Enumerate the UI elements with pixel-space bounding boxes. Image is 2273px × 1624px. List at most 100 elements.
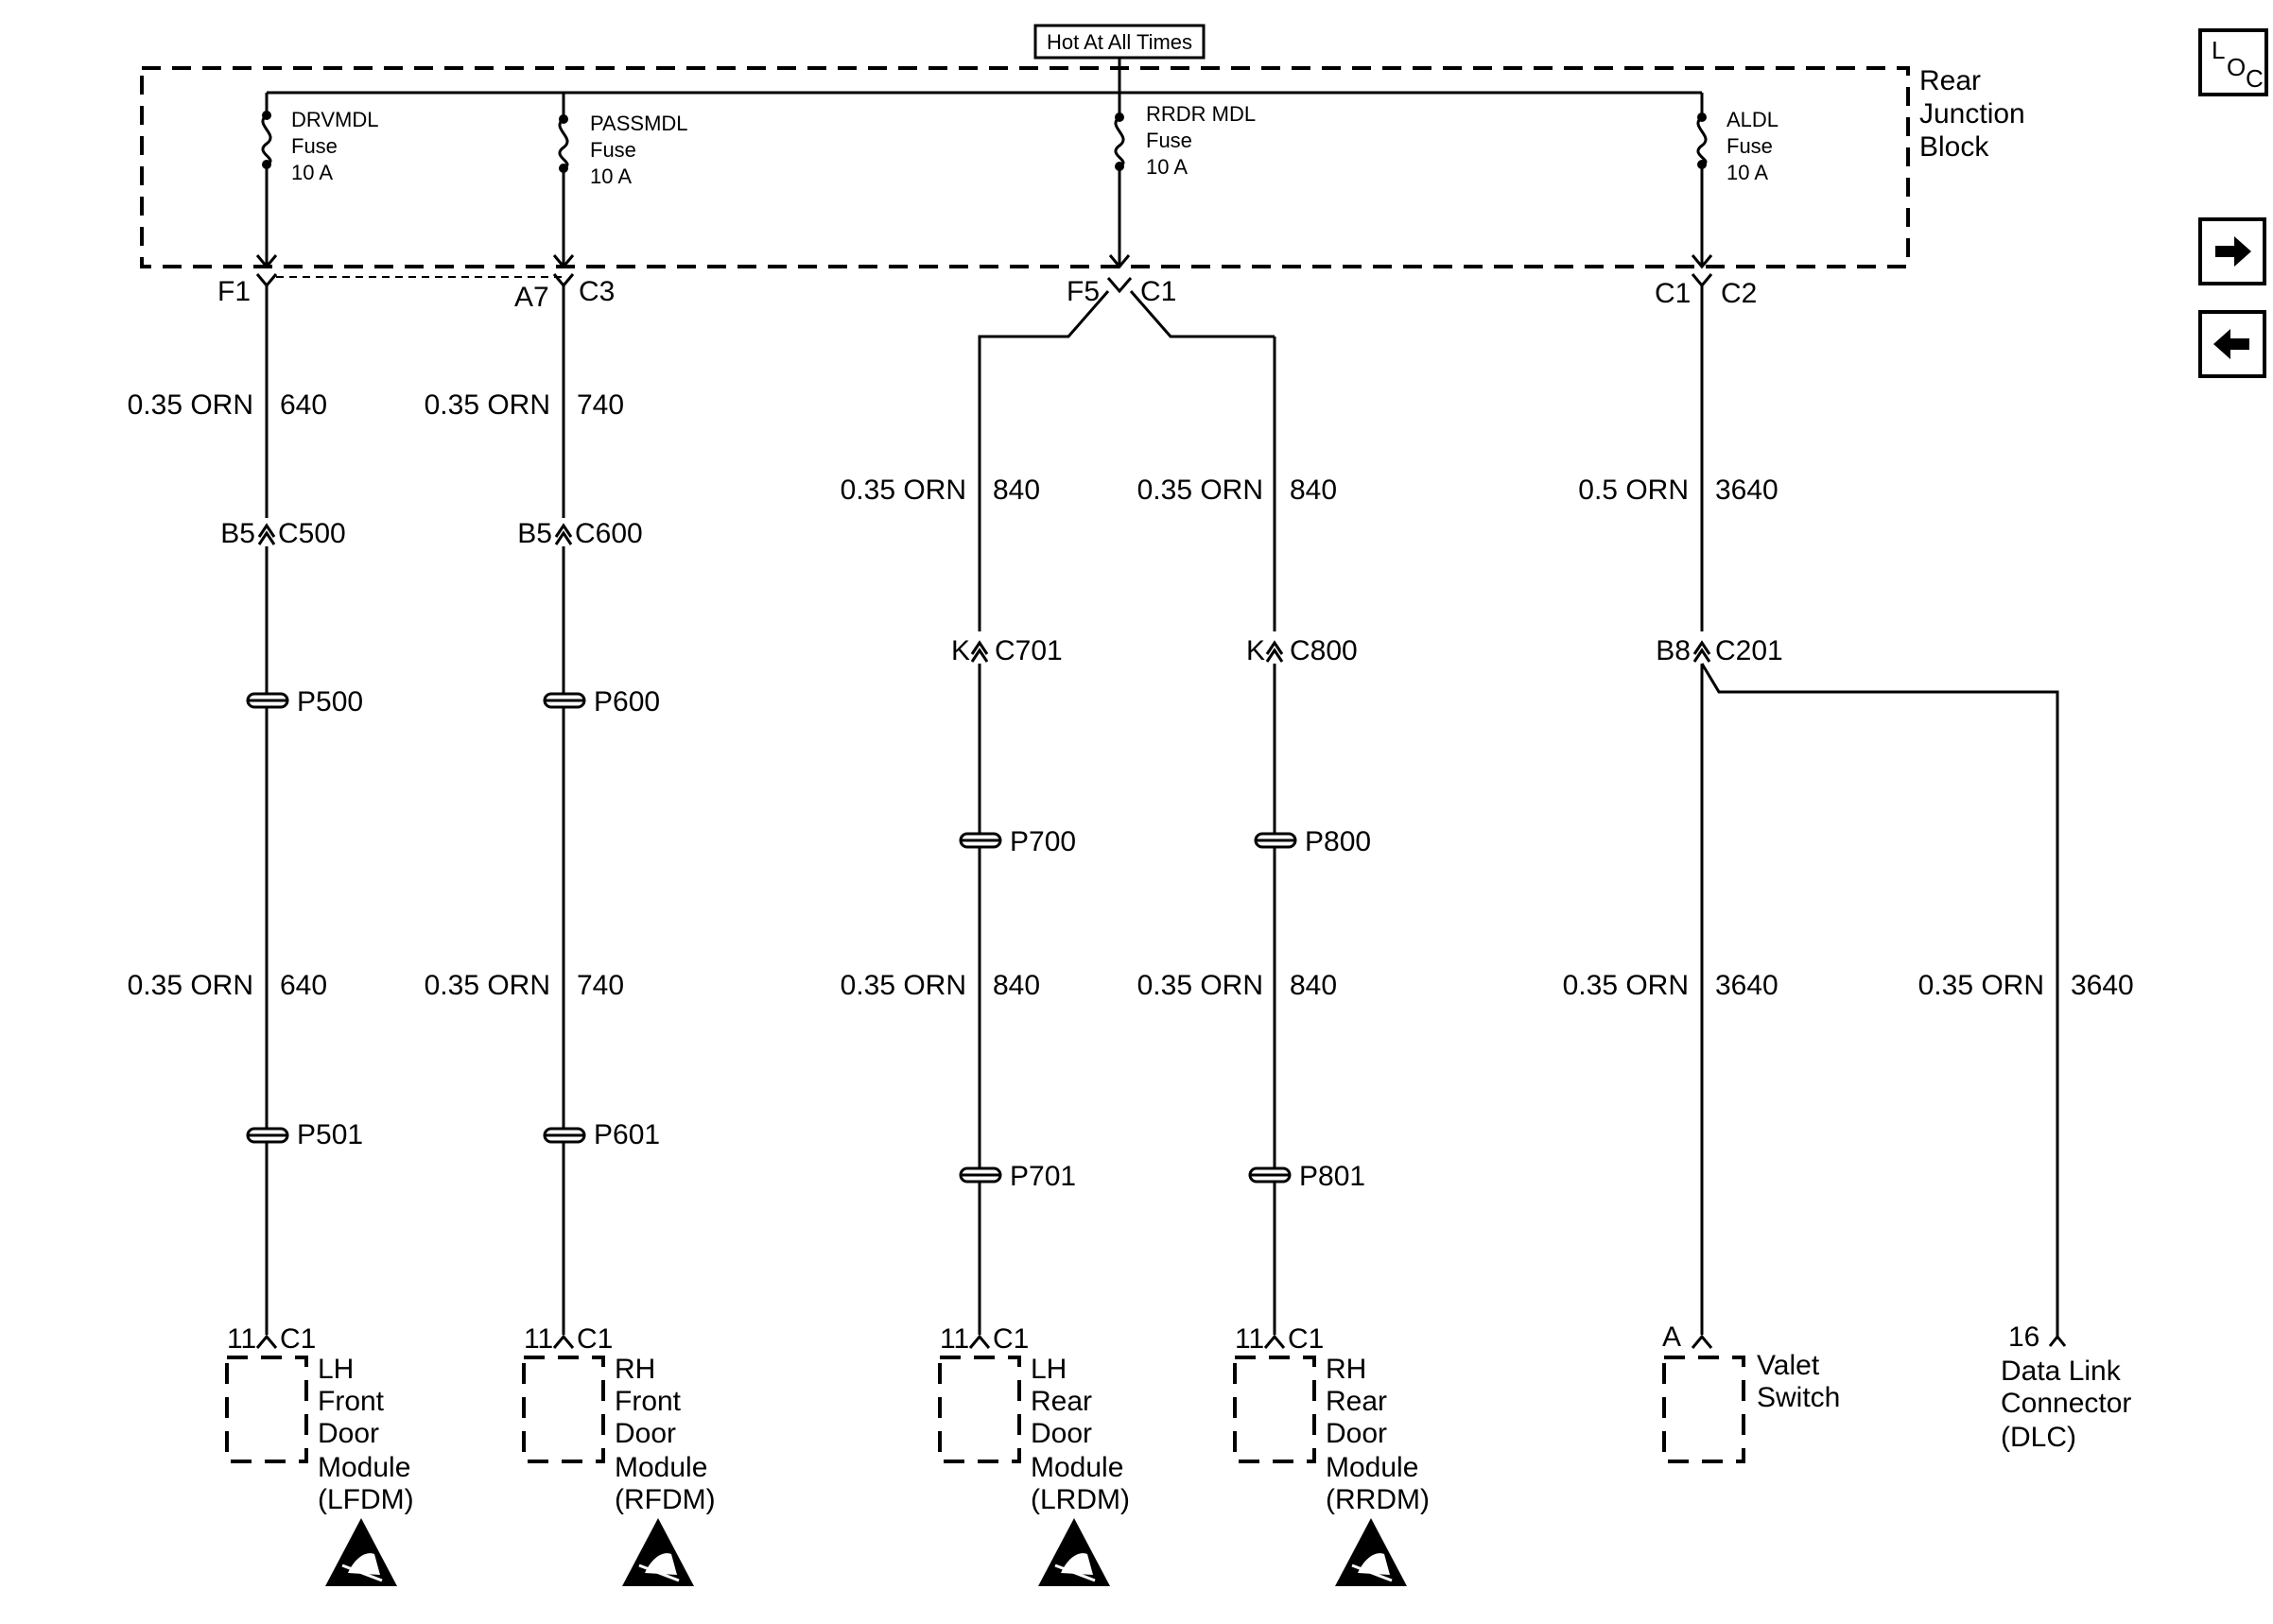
component-connector: C1	[577, 1323, 613, 1355]
fuse-rating: 10 A	[1726, 161, 1768, 184]
component-label: Rear	[1326, 1386, 1387, 1417]
pass-through-label: P500	[297, 686, 363, 717]
wire-gauge: 0.35 ORN	[128, 389, 253, 421]
component-label: (RRDM)	[1326, 1484, 1430, 1515]
wire-circuit: 3640	[2071, 970, 2134, 1001]
inline-right: C201	[1715, 635, 1783, 666]
component-label: RH	[1326, 1354, 1366, 1385]
next-page-button[interactable]	[2198, 217, 2266, 285]
component-label: LH	[1031, 1354, 1067, 1385]
locator-button[interactable]: L O C	[2198, 28, 2268, 96]
esd-warning-icon	[622, 1518, 694, 1586]
component-label: Connector	[2001, 1388, 2131, 1419]
junction-block-label-1: Rear	[1919, 65, 1981, 96]
fuse-passmdl: PASSMDL Fuse 10 A	[552, 93, 688, 269]
wire-circuit: 3640	[1715, 970, 1778, 1001]
component-label: (RFDM)	[615, 1484, 716, 1515]
component-rrdm: 11 C1 RH Rear Door Module (RRDM)	[1233, 1323, 1430, 1586]
connector-right: C3	[579, 276, 615, 307]
component-label: Front	[318, 1386, 385, 1417]
component-pin: 11	[940, 1323, 969, 1355]
loc-letter-l: L	[2212, 36, 2226, 64]
component-pin: 11	[1235, 1323, 1264, 1355]
fuse-rating: 10 A	[590, 164, 632, 188]
arrow-left-icon	[2213, 329, 2249, 359]
component-label: Module	[1031, 1452, 1123, 1483]
inline-left: B5	[220, 518, 255, 549]
wire-circuit: 840	[1290, 475, 1337, 506]
esd-warning-icon	[1038, 1518, 1110, 1586]
connector-left: A7	[514, 282, 549, 313]
pass-through-label: P501	[297, 1119, 363, 1150]
wire-circuit: 840	[1290, 970, 1337, 1001]
pass-through-label: P601	[594, 1119, 660, 1150]
inline-left: K	[951, 635, 970, 666]
wire-gauge: 0.35 ORN	[1563, 970, 1689, 1001]
previous-page-button[interactable]	[2198, 310, 2266, 378]
component-label: Module	[1326, 1452, 1418, 1483]
component-label: (DLC)	[2001, 1422, 2076, 1453]
fuse-rating: 10 A	[1146, 155, 1188, 179]
supply-label: Hot At All Times	[1047, 30, 1192, 54]
loc-letter-o: O	[2227, 53, 2247, 81]
fuse-rating: 10 A	[291, 161, 333, 184]
circuit-rrdm: 0.35 ORN 840 K C800 P800 0.35 ORN 840 P8…	[1137, 475, 1371, 1335]
inline-right: C600	[575, 518, 643, 549]
pass-through-grommet	[543, 692, 586, 709]
inline-right: C800	[1290, 635, 1358, 666]
supply-label-box: Hot At All Times	[1033, 24, 1206, 60]
component-label: Data Link	[2001, 1356, 2122, 1387]
connector-right: C1	[1140, 276, 1176, 307]
pass-through-label: P700	[1010, 826, 1076, 857]
pass-through-label: P701	[1010, 1161, 1076, 1192]
junction-block-label-3: Block	[1919, 131, 1989, 163]
component-label: Door	[1031, 1418, 1092, 1449]
wire-gauge: 0.35 ORN	[841, 475, 966, 506]
circuit-lrdm: 0.35 ORN 840 K C701 P700 0.35 ORN 840 P7…	[841, 475, 1076, 1335]
component-pin: 11	[524, 1323, 553, 1355]
wire-circuit: 840	[993, 475, 1040, 506]
inline-right: C500	[278, 518, 346, 549]
component-pin: 11	[227, 1323, 256, 1355]
component-pin: 16	[2008, 1322, 2039, 1353]
inline-left: B8	[1656, 635, 1691, 666]
wire-gauge: 0.5 ORN	[1578, 475, 1689, 506]
component-label: (LFDM)	[318, 1484, 414, 1515]
component-label: Module	[318, 1452, 410, 1483]
fuse-name: RRDR MDL	[1146, 102, 1256, 126]
circuit-lfdm: 0.35 ORN 640 B5 C500 P500 0.35 ORN 640 P…	[128, 285, 363, 1335]
fuse-name: PASSMDL	[590, 112, 688, 135]
component-lrdm: 11 C1 LH Rear Door Module (LRDM)	[938, 1323, 1130, 1586]
inline-left: K	[1246, 635, 1265, 666]
esd-warning-icon	[1335, 1518, 1407, 1586]
component-label: Door	[615, 1418, 676, 1449]
connector-right: C2	[1721, 278, 1757, 309]
component-connector: C1	[993, 1323, 1029, 1355]
component-label: Rear	[1031, 1386, 1092, 1417]
wire-gauge: 0.35 ORN	[1137, 475, 1263, 506]
fuse-drvmdl: DRVMDL Fuse 10 A	[255, 93, 379, 269]
component-label: RH	[615, 1354, 655, 1385]
fuse-word: Fuse	[291, 134, 338, 158]
pass-through-grommet	[959, 1166, 1002, 1183]
pass-through-grommet	[246, 1127, 289, 1144]
fuse-name: DRVMDL	[291, 108, 379, 131]
block-connector-f5-c1: F5 C1	[1067, 276, 1176, 307]
pass-through-label: P801	[1299, 1161, 1365, 1192]
component-label: Valet	[1757, 1350, 1820, 1381]
pass-through-label: P600	[594, 686, 660, 717]
wire-gauge: 0.35 ORN	[128, 970, 253, 1001]
component-pin: A	[1662, 1322, 1681, 1353]
connector-left: F1	[217, 276, 251, 307]
wire-gauge: 0.35 ORN	[425, 970, 550, 1001]
component-valet-switch: A Valet Switch	[1662, 1322, 1840, 1463]
connector-left: C1	[1655, 278, 1691, 309]
fuse-aldl: ALDL Fuse 10 A	[1691, 93, 1778, 269]
esd-warning-icon	[325, 1518, 397, 1586]
wire-gauge: 0.35 ORN	[425, 389, 550, 421]
block-connector-a7-c3: A7 C3	[514, 273, 615, 313]
wire-gauge: 0.35 ORN	[1918, 970, 2044, 1001]
inline-right: C701	[995, 635, 1063, 666]
pass-through-grommet	[959, 832, 1002, 849]
